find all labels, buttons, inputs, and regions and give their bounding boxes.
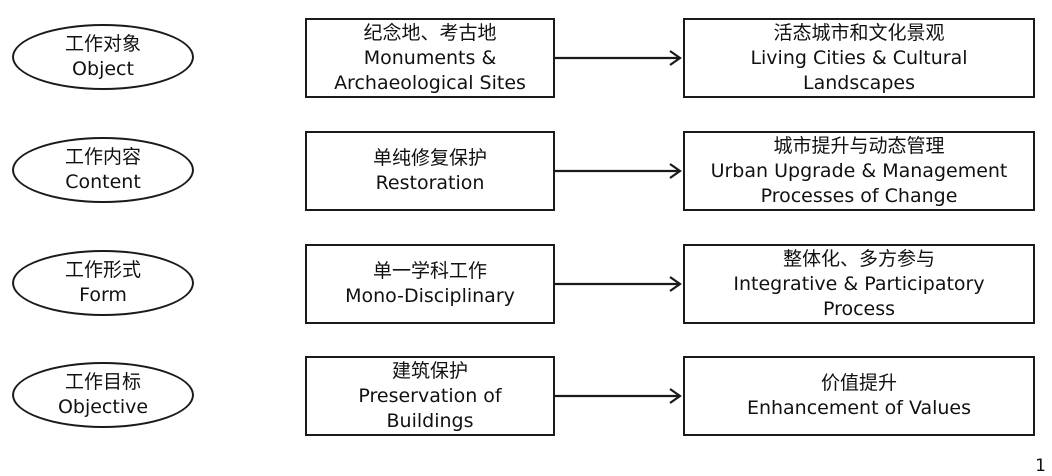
to-label-en: Enhancement of Values	[747, 396, 971, 421]
to-label-en-line: Enhancement of Values	[746, 397, 972, 419]
from-label-zh: 建筑保护	[391, 359, 468, 382]
to-label-en: Urban Upgrade & Management Processes of …	[711, 159, 1008, 209]
to-label-en-line: Landscapes	[803, 71, 915, 94]
aspect-label-en: Objective	[57, 396, 149, 418]
aspect-label-en: Form	[79, 284, 127, 306]
from-box-objective: 建筑保护 Preservation of Buildings	[305, 356, 555, 436]
from-label-en-line: Preservation of	[358, 384, 502, 407]
to-box-content: 城市提升与动态管理 Urban Upgrade & Management Pro…	[683, 131, 1035, 211]
to-box-objective: 价值提升 Enhancement of Values	[683, 356, 1035, 436]
from-label-en: Monuments & Archaeological Sites	[334, 46, 526, 96]
from-box-object: 纪念地、考古地 Monuments & Archaeological Sites	[305, 18, 555, 98]
aspect-ellipse-objective: 工作目标 Objective	[12, 362, 194, 428]
to-label-zh: 活态城市和文化景观	[773, 21, 945, 44]
transition-arrow	[555, 50, 682, 66]
row-content: 工作内容 Content 单纯修复保护 Restoration 城市提升与动态管…	[0, 131, 1052, 211]
to-box-object: 活态城市和文化景观 Living Cities & Cultural Lands…	[683, 18, 1035, 98]
to-label-zh: 整体化、多方参与	[782, 247, 935, 270]
to-label-en-line: Processes of Change	[760, 184, 958, 207]
from-label-en-line: Monuments &	[363, 46, 497, 69]
transition-arrow	[555, 276, 682, 292]
aspect-label-en: Content	[65, 171, 141, 193]
from-label-en-line: Archaeological Sites	[334, 71, 526, 94]
aspect-label-zh: 工作目标	[64, 371, 141, 393]
row-objective: 工作目标 Objective 建筑保护 Preservation of Buil…	[0, 356, 1052, 436]
row-form: 工作形式 Form 单一学科工作 Mono-Disciplinary 整体化、多…	[0, 244, 1052, 324]
from-label-en: Mono-Disciplinary	[345, 284, 515, 309]
page-number: 1	[1035, 456, 1046, 476]
row-object: 工作对象 Object 纪念地、考古地 Monuments & Archaeol…	[0, 18, 1052, 98]
to-label-en: Living Cities & Cultural Landscapes	[750, 46, 967, 96]
to-label-en-line: Integrative & Participatory	[733, 272, 985, 295]
from-label-zh: 单纯修复保护	[372, 147, 487, 169]
transition-arrow	[555, 163, 682, 179]
from-box-content: 单纯修复保护 Restoration	[305, 131, 555, 211]
to-label-en: Integrative & Participatory Process	[733, 272, 984, 322]
from-label-en: Restoration	[376, 171, 485, 196]
from-label-en-line: Buildings	[386, 409, 474, 432]
from-label-zh: 纪念地、考古地	[363, 21, 497, 44]
to-box-form: 整体化、多方参与 Integrative & Participatory Pro…	[683, 244, 1035, 324]
aspect-label-zh: 工作对象	[64, 33, 141, 55]
to-label-zh: 城市提升与动态管理	[773, 134, 945, 157]
from-label-en-line: Restoration	[375, 172, 485, 194]
from-label-en-line: Mono-Disciplinary	[345, 285, 515, 307]
to-label-en-line: Process	[822, 297, 896, 320]
aspect-ellipse-form: 工作形式 Form	[12, 250, 194, 316]
aspect-label-en: Object	[72, 58, 134, 80]
to-label-zh: 价值提升	[820, 372, 897, 394]
to-label-en-line: Urban Upgrade & Management	[710, 159, 1008, 182]
to-label-en-line: Living Cities & Cultural	[750, 46, 968, 69]
from-label-en: Preservation of Buildings	[358, 384, 501, 434]
aspect-label-zh: 工作内容	[64, 146, 141, 168]
aspect-ellipse-content: 工作内容 Content	[12, 137, 194, 203]
from-box-form: 单一学科工作 Mono-Disciplinary	[305, 244, 555, 324]
aspect-label-zh: 工作形式	[64, 259, 141, 281]
transition-arrow	[555, 388, 682, 404]
aspect-ellipse-object: 工作对象 Object	[12, 24, 194, 90]
from-label-zh: 单一学科工作	[372, 260, 487, 282]
